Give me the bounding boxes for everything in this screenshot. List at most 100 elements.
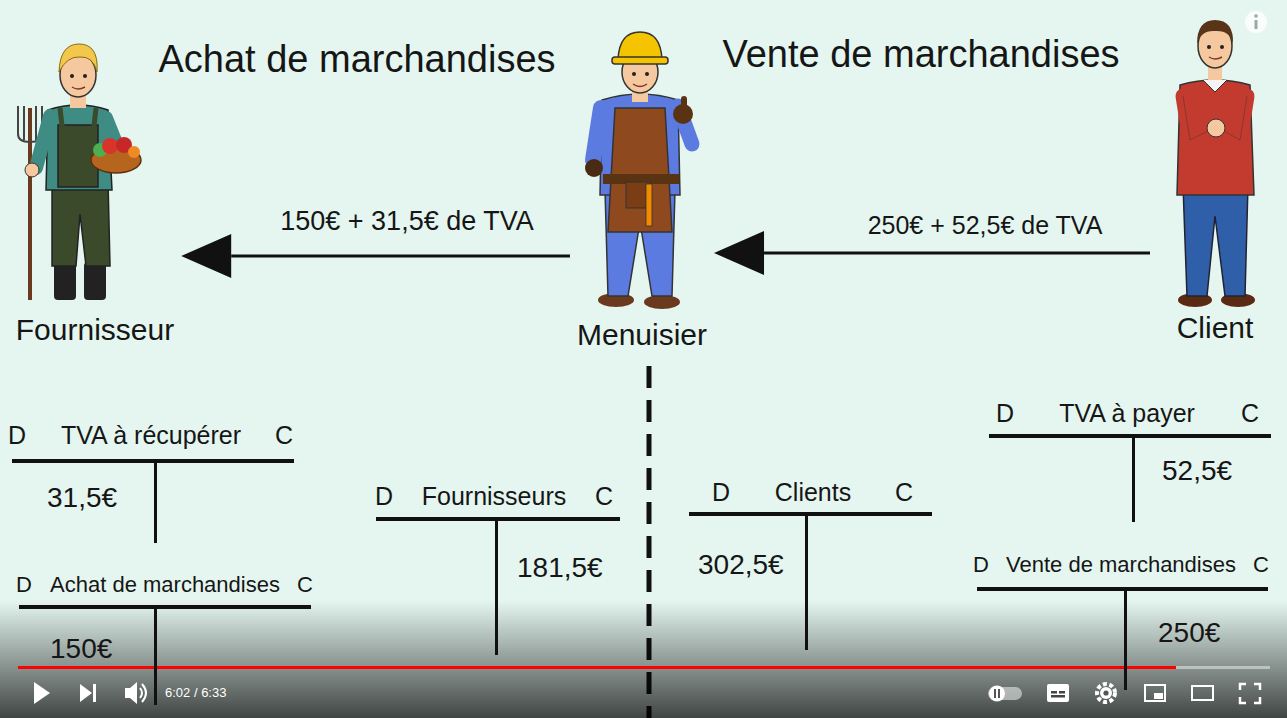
client-figure <box>1203 80 1227 92</box>
carpenter-figure <box>608 108 672 232</box>
player-controls <box>34 682 1260 704</box>
account-divider <box>1132 436 1135 522</box>
account-title: Fournisseurs <box>422 481 567 511</box>
carpenter-figure <box>632 72 636 76</box>
credit-mark: C <box>1241 398 1259 428</box>
account-title: Achat de marchandises <box>50 572 280 598</box>
carpenter-figure <box>644 295 680 309</box>
client-figure <box>1207 119 1225 137</box>
carpenter-figure <box>618 32 662 60</box>
account-divider <box>154 461 157 543</box>
account-divider <box>495 519 498 655</box>
t-account: D Clients C 302,5€ <box>685 472 936 650</box>
account-rule <box>977 587 1268 591</box>
account-rule <box>19 605 311 609</box>
player-controls <box>1097 684 1115 702</box>
arrow-shaft <box>764 252 1150 255</box>
player-controls <box>80 684 92 702</box>
player-controls <box>34 682 50 704</box>
carpenter-figure <box>585 32 693 309</box>
player-controls <box>93 684 96 702</box>
account-rule <box>376 517 620 521</box>
flow-arrow <box>181 234 570 278</box>
credit-mark: C <box>275 420 293 450</box>
debit-mark: D <box>16 572 32 598</box>
carpenter-figure <box>681 96 687 110</box>
account-rule <box>689 512 932 516</box>
debit-mark: D <box>8 420 26 450</box>
person-node: Client <box>1150 5 1280 345</box>
section-heading: Vente de marchandises <box>722 32 1119 78</box>
video-time: 6:02 / 6:33 <box>165 685 226 701</box>
credit-mark: C <box>895 477 913 507</box>
info-icon <box>1245 11 1267 33</box>
farmer-figure <box>128 146 140 158</box>
farmer-figure <box>84 262 106 300</box>
info-icon <box>1254 14 1258 18</box>
farmer-figure <box>18 44 141 300</box>
player-controls <box>994 689 996 698</box>
credit-mark: C <box>297 572 313 598</box>
carpenter-figure <box>633 84 647 87</box>
farmer-figure <box>94 108 96 126</box>
debit-mark: D <box>375 481 393 511</box>
progress-bar <box>18 666 1176 669</box>
player-controls <box>1047 684 1069 702</box>
section-heading: Achat de marchandises <box>158 37 555 83</box>
account-amount: 181,5€ <box>517 551 603 585</box>
farmer-figure <box>70 74 74 78</box>
carpenter-figure <box>612 57 668 64</box>
person-name: Menuisier <box>577 317 707 353</box>
farmer-figure <box>52 180 110 266</box>
account-divider <box>154 607 157 705</box>
player-controls <box>1240 684 1260 703</box>
player-controls <box>1154 693 1163 699</box>
player-controls <box>989 686 1005 702</box>
person-node: Menuisier <box>570 25 714 355</box>
amount-label: 150€ + 31,5€ de TVA <box>280 205 533 237</box>
account-rule <box>989 434 1271 438</box>
farmer-figure <box>102 138 118 154</box>
player-controls <box>1145 685 1165 701</box>
player-controls <box>998 689 1000 698</box>
account-title: TVA à payer <box>1059 398 1195 428</box>
client-figure <box>1183 96 1210 140</box>
carpenter-figure <box>585 159 603 177</box>
person-name: Client <box>1177 310 1254 346</box>
player-controls <box>142 684 146 702</box>
amount-label: 250€ + 52,5€ de TVA <box>868 210 1103 240</box>
debit-mark: D <box>712 477 730 507</box>
carpenter-figure <box>646 184 652 226</box>
player-shade <box>0 600 1287 718</box>
account-title: Clients <box>775 477 851 507</box>
account-rule <box>12 459 294 463</box>
farmer-figure <box>35 106 37 140</box>
farmer-figure <box>83 74 87 78</box>
t-account: DFournisseursC181,5€ <box>371 476 624 655</box>
account-divider <box>1124 589 1127 690</box>
account-amount: 150€ <box>50 632 112 666</box>
account-title: Vente de marchandises <box>1006 552 1236 578</box>
farmer-figure <box>60 108 62 126</box>
account-amount: 31,5€ <box>47 481 117 515</box>
player-controls <box>1100 687 1112 699</box>
player-controls <box>1051 691 1057 694</box>
arrow-shaft <box>231 255 570 258</box>
arrow-head <box>181 234 231 278</box>
t-account: DVente de marchandisesC250€ <box>969 545 1273 690</box>
player-controls <box>140 688 142 698</box>
farmer-figure <box>25 163 39 177</box>
t-account: DTVA à payerC52,5€ <box>985 393 1275 522</box>
arrow-head <box>714 231 764 275</box>
farmer-figure <box>23 106 25 140</box>
farmer-figure <box>59 44 97 72</box>
progress-bar <box>18 666 1270 669</box>
carpenter-figure <box>645 72 649 76</box>
farmer-figure <box>36 116 50 168</box>
client-figure <box>1207 45 1211 49</box>
progress-bar <box>18 666 1270 669</box>
account-amount: 302,5€ <box>698 548 784 582</box>
t-account: DTVA à récupérerC31,5€ <box>4 415 298 543</box>
